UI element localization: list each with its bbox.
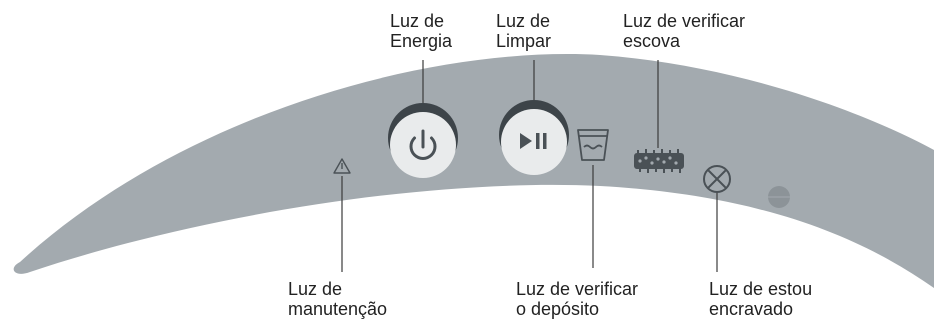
power-button[interactable] [388, 103, 458, 178]
control-panel [13, 54, 934, 288]
label-escova: Luz de verificar escova [623, 11, 746, 51]
clean-button[interactable] [499, 100, 569, 175]
x-circle-icon [703, 165, 731, 193]
water-tank-icon [577, 129, 609, 161]
label-limpar: Luz de Limpar [496, 11, 552, 51]
label-encravado: Luz de estou encravado [709, 279, 813, 319]
warning-triangle-icon [333, 158, 351, 174]
label-deposito: Luz de verificar o depósito [516, 279, 639, 319]
power-icon [409, 129, 437, 160]
label-manutencao: Luz de manutenção [288, 279, 388, 319]
status-led-icon [768, 186, 790, 208]
play-pause-icon [520, 133, 547, 149]
brush-icon [634, 149, 684, 173]
label-energia: Luz de Energia [390, 11, 453, 51]
